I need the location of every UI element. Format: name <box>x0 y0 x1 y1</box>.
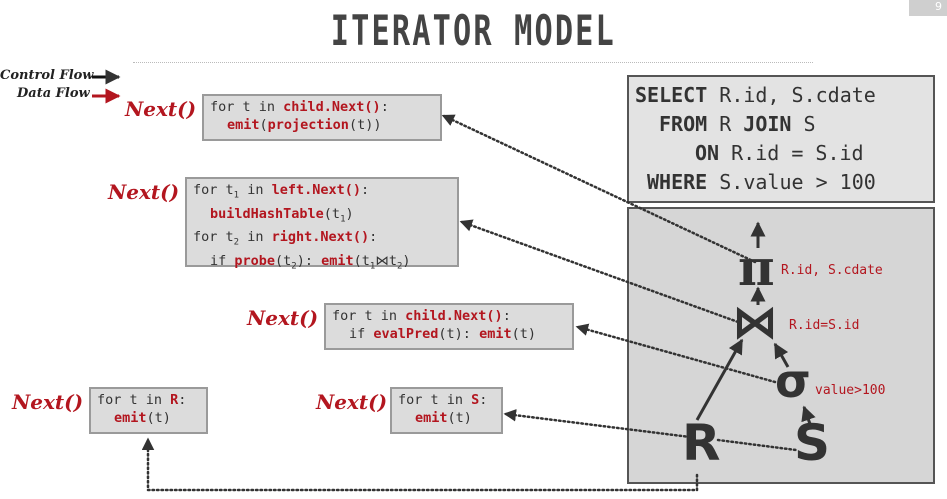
code-line: emit(projection(t)) <box>227 117 382 133</box>
page-number: 9 <box>909 0 947 16</box>
selection-symbol: σ <box>775 354 811 408</box>
sql-query-box: SELECT R.id, S.cdate FROM R JOIN S ON R.… <box>627 75 935 203</box>
code-line: emit(t) <box>415 410 472 426</box>
code-line: if evalPred(t): emit(t) <box>349 326 536 342</box>
code-line: for t2 in right.Next(): <box>193 229 378 249</box>
sql-from-line: FROM R JOIN S <box>659 112 816 136</box>
call-selection <box>575 323 777 384</box>
legend-data-flow: Data Flow <box>17 86 90 101</box>
call-scan-r <box>141 437 699 492</box>
code-line: for t1 in left.Next(): <box>193 182 370 201</box>
code-line: buildHashTable(t1) <box>210 205 354 225</box>
projection-symbol: π <box>738 238 775 297</box>
sql-select-line: SELECT R.id, S.cdate <box>635 83 876 107</box>
join-label: R.id=S.id <box>789 318 860 333</box>
next-label-selection: Next() <box>247 306 319 330</box>
projection-label: R.id, S.cdate <box>781 263 883 278</box>
table-r: R <box>682 414 721 472</box>
title-underline <box>133 62 813 63</box>
call-projection <box>441 114 757 264</box>
code-line: for t in child.Next(): <box>332 308 511 324</box>
scan-s-operator-box: for t in S: emit(t) <box>390 387 503 434</box>
sql-where-line: WHERE S.value > 100 <box>647 170 876 194</box>
call-join <box>459 219 740 324</box>
scan-r-operator-box: for t in R: emit(t) <box>89 387 208 434</box>
sql-on-line: ON R.id = S.id <box>695 141 864 165</box>
code-line: for t in child.Next(): <box>210 99 389 115</box>
next-label-scan-s: Next() <box>316 390 388 414</box>
edge-selection-to-join <box>773 342 790 368</box>
next-label-scan-r: Next() <box>12 390 84 414</box>
table-s: S <box>794 414 831 472</box>
join-operator-box: for t1 in left.Next(): buildHashTable(t1… <box>185 177 459 272</box>
next-label-join: Next() <box>108 180 180 204</box>
call-scan-s <box>503 409 692 439</box>
code-line: emit(t) <box>114 410 171 426</box>
legend-control-flow: Control Flow <box>0 68 94 83</box>
edge-s-to-selection <box>801 405 816 425</box>
edge-r-to-join <box>695 338 744 421</box>
selection-label: value>100 <box>815 383 886 398</box>
projection-operator-box: for t in child.Next(): emit(projection(t… <box>202 94 442 141</box>
code-line: for t in S: <box>398 392 488 408</box>
legend-control-flow-label: Control Flow <box>0 68 94 83</box>
slide-title: ITERATOR MODEL <box>330 6 616 55</box>
code-line: if probe(t2): emit(t1⋈t2) <box>210 253 411 272</box>
link-r-s <box>716 438 798 452</box>
next-label-projection: Next() <box>125 97 197 121</box>
code-line: for t in R: <box>97 392 187 408</box>
join-symbol: ⋈ <box>733 297 777 348</box>
legend-data-flow-label: Data Flow <box>17 86 90 101</box>
selection-operator-box: for t in child.Next(): if evalPred(t): e… <box>324 303 574 350</box>
